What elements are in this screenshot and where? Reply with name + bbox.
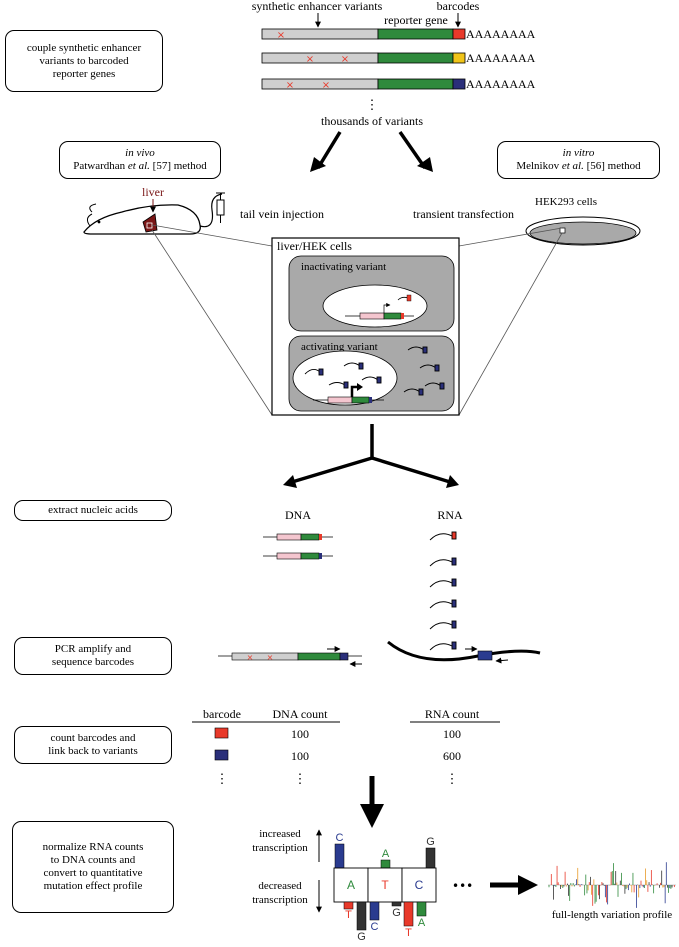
step-couple-line-3: reporter genes <box>52 67 116 80</box>
increased-transcription-label: transcription <box>252 842 308 854</box>
svg-text:G: G <box>426 836 435 848</box>
invitro-method-box: in vitro Melnikov et al. [56] method <box>497 141 660 179</box>
mouse-drawing <box>83 193 223 235</box>
dna-molecule-1 <box>263 533 333 541</box>
invivo-method-box: in vivo Patwardhan et al. [57] method <box>59 141 221 179</box>
enhancer-variants-label: synthetic enhancer variants <box>252 0 383 13</box>
construct-row-2: × × AAAAAAAA <box>261 51 536 65</box>
table-header-dna: DNA count <box>273 707 329 721</box>
full-length-profile-label: full-length variation profile <box>552 909 672 921</box>
step-normalize-line-1: normalize RNA counts <box>42 841 144 853</box>
table-row-1-dna: 100 <box>291 727 309 741</box>
decreased-label: decreased <box>258 880 302 892</box>
full-length-profile-plot <box>548 862 676 908</box>
invivo-label: in vivo <box>125 147 155 159</box>
polya-tail-1: AAAAAAAA <box>466 27 536 41</box>
step-count-line-1: count barcodes and <box>50 732 136 744</box>
svg-text:A: A <box>382 848 390 860</box>
table-row-2-rna: 600 <box>443 749 461 763</box>
svg-text:A: A <box>418 917 426 929</box>
arrow-to-invivo-head <box>310 157 326 172</box>
svg-text:×: × <box>322 80 330 91</box>
svg-text:C: C <box>371 921 379 933</box>
svg-text:T: T <box>345 909 352 921</box>
step-extract-label: extract nucleic acids <box>48 504 138 516</box>
increased-label: increased <box>259 828 301 840</box>
svg-text:×: × <box>286 80 294 91</box>
step-couple-line-2: variants to barcoded <box>39 54 129 67</box>
invitro-label: in vitro <box>562 147 595 159</box>
hek-cells-label: HEK293 cells <box>535 196 597 208</box>
pcr-rna-amplicon <box>387 640 541 664</box>
liver-label: liver <box>142 185 164 199</box>
reporter-gene-label: reporter gene <box>384 13 448 27</box>
svg-text:×: × <box>267 653 274 662</box>
arrow-to-invitro <box>398 131 427 169</box>
step-count-box: count barcodes and link back to variants <box>14 726 172 764</box>
inactivating-construct <box>345 294 414 320</box>
table-ellipsis-2: ⋮ <box>294 771 307 786</box>
svg-text:T: T <box>405 927 412 939</box>
step-extract-box: extract nucleic acids <box>14 500 172 521</box>
table-header-barcode: barcode <box>203 707 241 721</box>
step-normalize-line-3: convert to quantitative <box>43 867 143 879</box>
svg-text:×: × <box>277 30 285 41</box>
svg-text:×: × <box>341 54 349 65</box>
table-row-1-barcode <box>214 727 229 739</box>
svg-text:×: × <box>247 653 254 662</box>
cells-panel-title: liver/HEK cells <box>277 239 352 253</box>
svg-text:C: C <box>336 832 344 844</box>
thousands-of-variants-label: thousands of variants <box>321 114 423 128</box>
step-couple-line-1: couple synthetic enhancer <box>26 41 142 54</box>
step-pcr-box: PCR amplify and sequence barcodes <box>14 637 172 675</box>
inactivating-label: inactivating variant <box>301 261 386 273</box>
step-normalize-box: normalize RNA counts to DNA counts and c… <box>12 821 174 913</box>
table-header-rna: RNA count <box>425 707 480 721</box>
table-row-2-dna: 100 <box>291 749 309 763</box>
pcr-dna-amplicon: × × <box>218 646 362 667</box>
step-pcr-line-1: PCR amplify and <box>54 643 132 655</box>
profile-dots: ••• <box>452 879 473 893</box>
dna-label: DNA <box>285 508 311 522</box>
construct-row-1: × AAAAAAAA <box>261 27 536 41</box>
svg-text:G: G <box>392 907 401 919</box>
step-couple-box: couple synthetic enhancer variants to ba… <box>5 30 163 92</box>
rna-transcripts-activating <box>304 346 445 396</box>
svg-text:×: × <box>306 54 314 65</box>
syringe-icon <box>216 192 225 223</box>
activating-label: activating variant <box>301 341 378 353</box>
svg-text:C: C <box>415 878 424 892</box>
barcodes-label: barcodes <box>437 0 480 13</box>
dna-molecule-2 <box>263 552 333 560</box>
table-ellipsis-3: ⋮ <box>446 771 459 786</box>
svg-text:G: G <box>357 931 366 943</box>
svg-text:A: A <box>347 878 355 892</box>
construct-row-3: × × AAAAAAAA <box>261 77 536 91</box>
step-normalize-line-2: to DNA counts and <box>50 854 136 866</box>
svg-text:T: T <box>381 878 389 892</box>
tail-vein-label: tail vein injection <box>240 207 324 221</box>
rna-label: RNA <box>437 508 463 522</box>
construct-ellipsis: ⋮ <box>366 97 379 112</box>
culture-dish <box>525 216 641 246</box>
rna-molecules <box>429 531 457 651</box>
step-count-line-2: link back to variants <box>48 745 138 757</box>
polya-tail-3: AAAAAAAA <box>466 77 536 91</box>
table-row-1-rna: 100 <box>443 727 461 741</box>
polya-tail-2: AAAAAAAA <box>466 51 536 65</box>
arrow-to-invitro-head <box>417 157 433 172</box>
step-pcr-line-2: sequence barcodes <box>51 656 135 668</box>
invivo-citation: Patwardhan et al. [57] method <box>73 160 207 172</box>
activating-construct <box>313 383 384 404</box>
transient-transfection-label: transient transfection <box>413 207 514 221</box>
decreased-transcription-label: transcription <box>252 894 308 906</box>
arrow-to-invivo <box>316 131 342 169</box>
step-normalize-line-4: mutation effect profile <box>43 880 143 892</box>
table-row-2-barcode <box>214 749 229 761</box>
table-ellipsis-1: ⋮ <box>216 771 229 786</box>
invitro-citation: Melnikov et al. [56] method <box>516 160 641 172</box>
mutation-effect-plot: C A G A T C T G C G T A <box>333 832 437 943</box>
